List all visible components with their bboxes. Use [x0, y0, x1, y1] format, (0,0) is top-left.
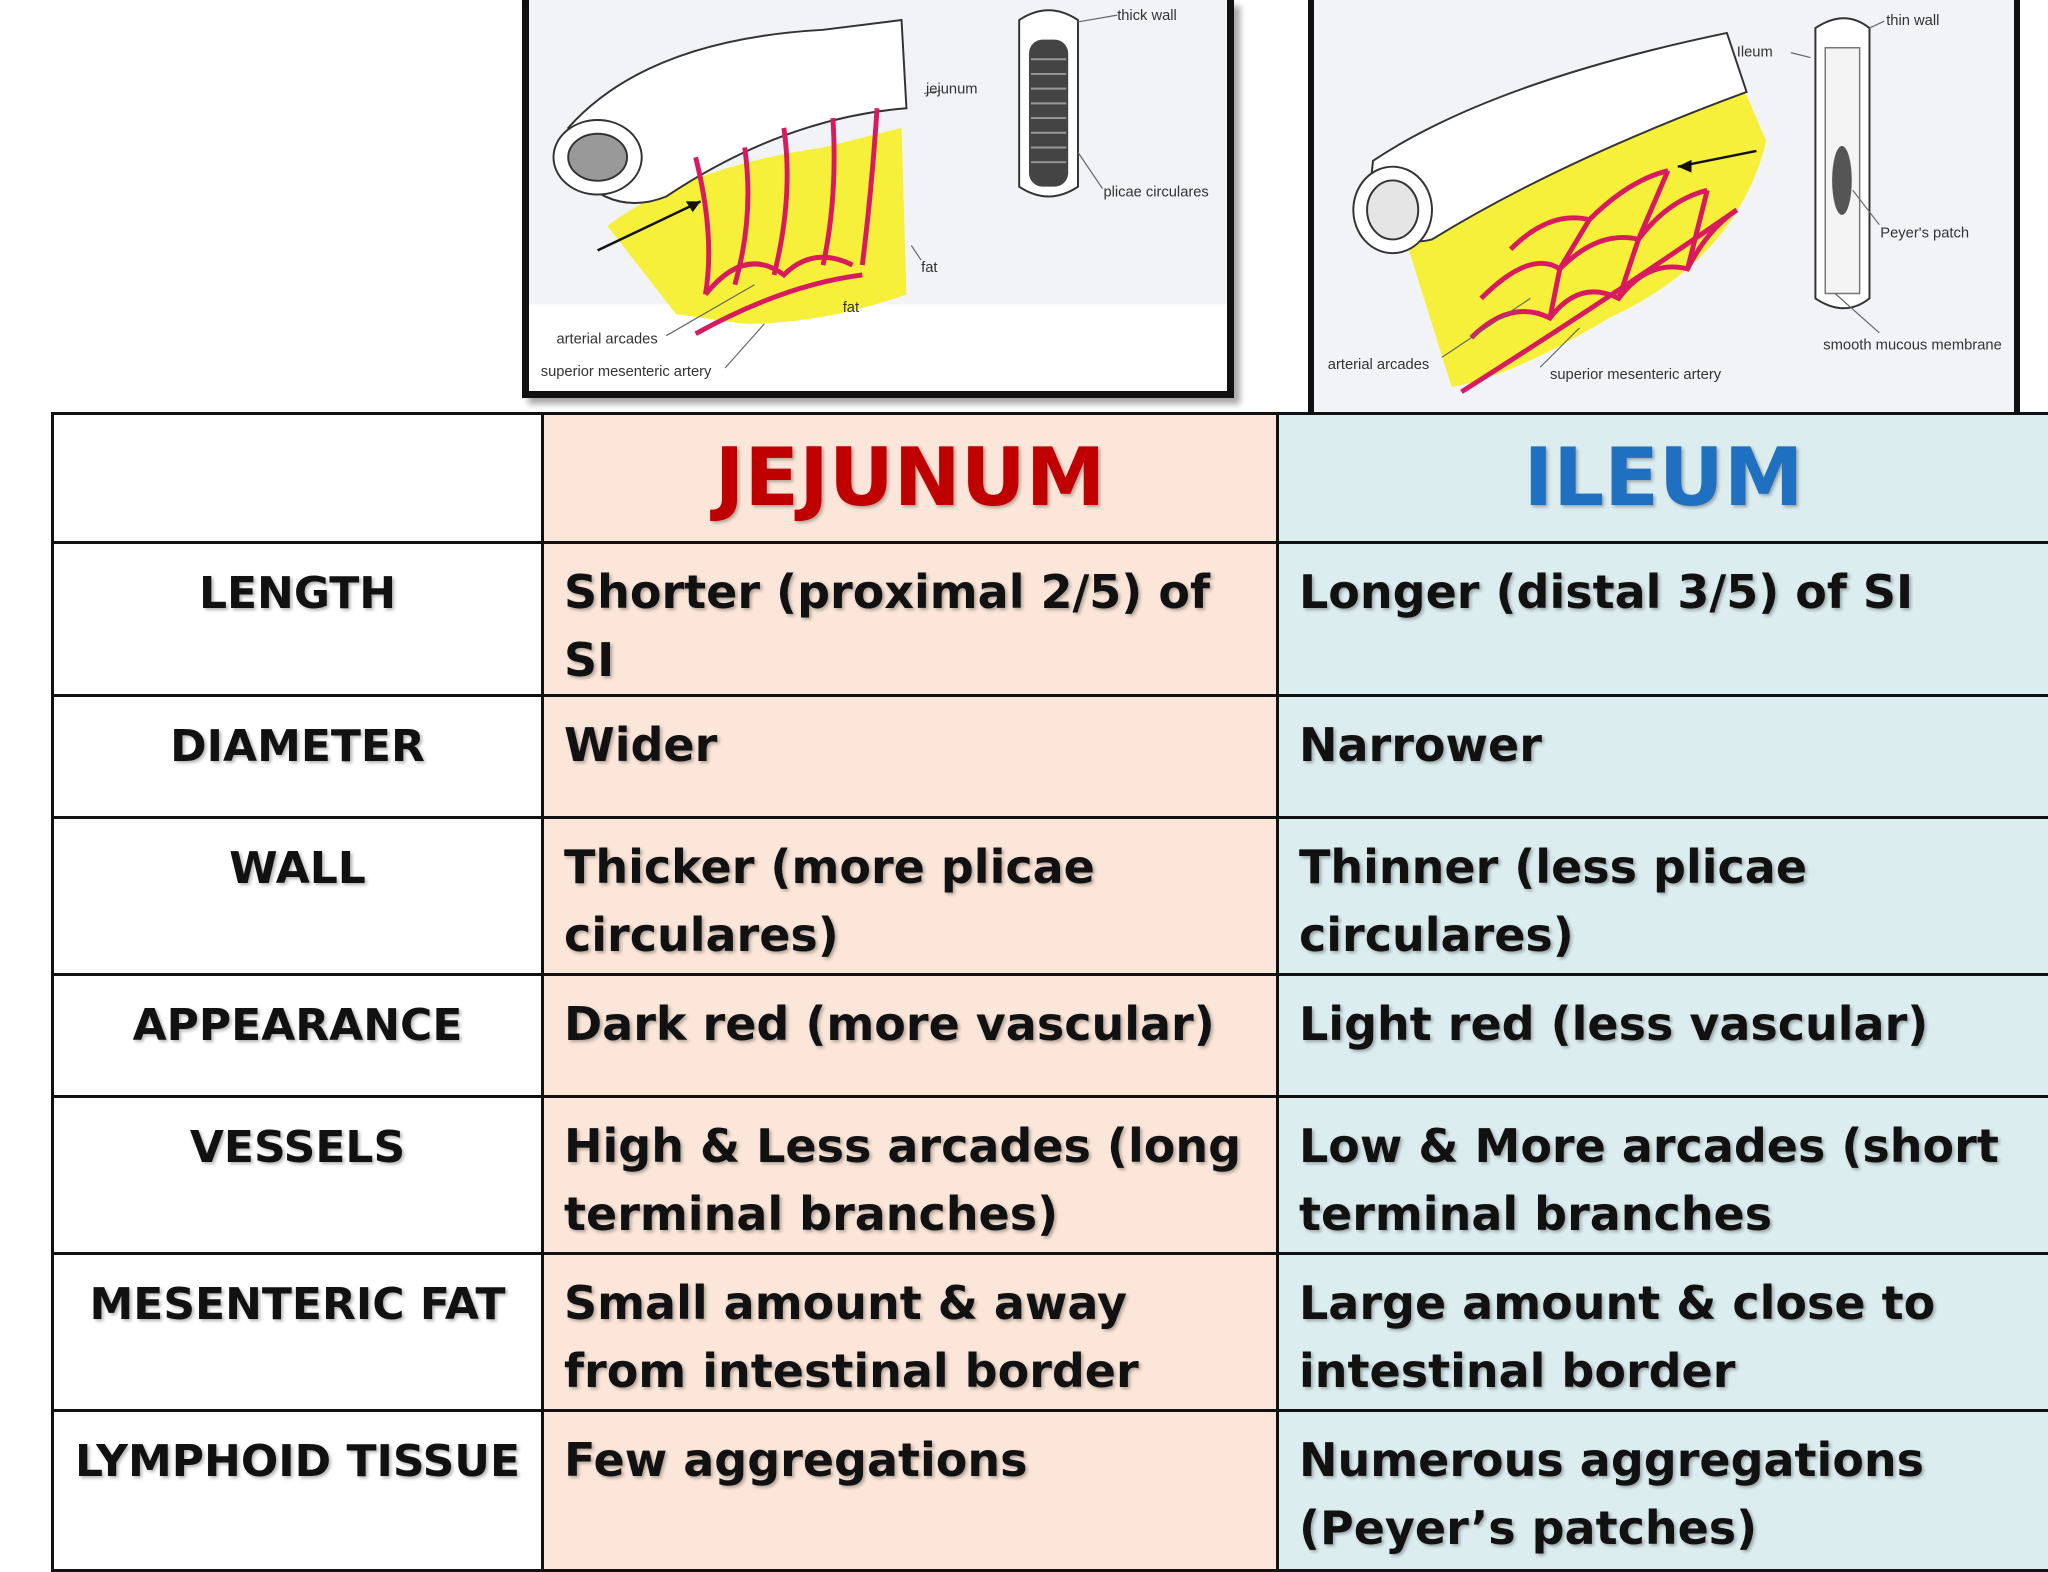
table-row: APPEARANCE Dark red (more vascular) Ligh… — [53, 975, 2048, 1097]
jejunum-cell: Few aggregations — [543, 1411, 1278, 1571]
ileum-cell: Thinner (less plicae circulares) — [1278, 818, 2048, 975]
label-fat-small: fat — [843, 300, 859, 316]
label-plicae-circulares: plicae circulares — [1103, 184, 1208, 200]
ileum-illustration: thin wall Ileum Peyer's patch smooth muc… — [1308, 0, 2020, 412]
label-ileum: Ileum — [1737, 45, 1773, 61]
jejunum-cell: Dark red (more vascular) — [543, 975, 1278, 1097]
jejunum-cell: Shorter (proximal 2/5) of SI — [543, 543, 1278, 696]
table-row: LENGTH Shorter (proximal 2/5) of SI Long… — [53, 543, 2048, 696]
label-peyers-patch: Peyer's patch — [1880, 225, 1969, 241]
label-fat: fat — [921, 260, 937, 276]
label-smooth-mucous-membrane: smooth mucous membrane — [1823, 338, 2002, 354]
feature-cell: MESENTERIC FAT — [53, 1254, 543, 1411]
label-arterial-arcades: arterial arcades — [1328, 357, 1430, 373]
jejunum-cell: Thicker (more plicae circulares) — [543, 818, 1278, 975]
header-jejunum: JEJUNUM — [715, 431, 1106, 524]
label-thick-wall: thick wall — [1117, 8, 1177, 24]
ileum-cell: Longer (distal 3/5) of SI — [1278, 543, 2048, 696]
ileum-diagram: thin wall Ileum Peyer's patch smooth muc… — [1314, 0, 2014, 412]
cross-section — [1019, 10, 1078, 196]
header-jejunum-cell: JEJUNUM — [543, 414, 1278, 543]
feature-cell: LYMPHOID TISSUE — [53, 1411, 543, 1571]
ileum-cell: Low & More arcades (short terminal branc… — [1278, 1097, 2048, 1254]
table-row: WALL Thicker (more plicae circulares) Th… — [53, 818, 2048, 975]
table-header-row: JEJUNUM ILEUM — [53, 414, 2048, 543]
feature-cell: VESSELS — [53, 1097, 543, 1254]
header-blank-cell — [53, 414, 543, 543]
label-jejunum: jejunum — [925, 82, 977, 98]
label-superior-mesenteric-artery: superior mesenteric artery — [541, 364, 712, 380]
label-superior-mesenteric-artery: superior mesenteric artery — [1550, 367, 1722, 383]
jejunum-cell: Wider — [543, 696, 1278, 818]
table-row: DIAMETER Wider Narrower — [53, 696, 2048, 818]
table-row: MESENTERIC FAT Small amount & away from … — [53, 1254, 2048, 1411]
comparison-table: JEJUNUM ILEUM LENGTH Shorter (proximal 2… — [51, 412, 2048, 1572]
label-arterial-arcades: arterial arcades — [556, 332, 657, 348]
ileum-cell: Light red (less vascular) — [1278, 975, 2048, 1097]
jejunum-cell: Small amount & away from intestinal bord… — [543, 1254, 1278, 1411]
header-ileum: ILEUM — [1524, 431, 1804, 524]
ileum-cell: Large amount & close to intestinal borde… — [1278, 1254, 2048, 1411]
feature-cell: APPEARANCE — [53, 975, 543, 1097]
jejunum-cell: High & Less arcades (long terminal branc… — [543, 1097, 1278, 1254]
ileum-cell: Numerous aggregations (Peyer’s patches) — [1278, 1411, 2048, 1571]
table-row: LYMPHOID TISSUE Few aggregations Numerou… — [53, 1411, 2048, 1571]
label-thin-wall: thin wall — [1886, 13, 1939, 29]
feature-cell: WALL — [53, 818, 543, 975]
table-row: VESSELS High & Less arcades (long termin… — [53, 1097, 2048, 1254]
jejunum-diagram: thick wall jejunum plicae circulares fat… — [529, 0, 1227, 391]
ileum-cell: Narrower — [1278, 696, 2048, 818]
feature-cell: LENGTH — [53, 543, 543, 696]
jejunum-illustration: thick wall jejunum plicae circulares fat… — [522, 0, 1234, 398]
feature-cell: DIAMETER — [53, 696, 543, 818]
header-ileum-cell: ILEUM — [1278, 414, 2048, 543]
cross-section — [1815, 18, 1869, 308]
